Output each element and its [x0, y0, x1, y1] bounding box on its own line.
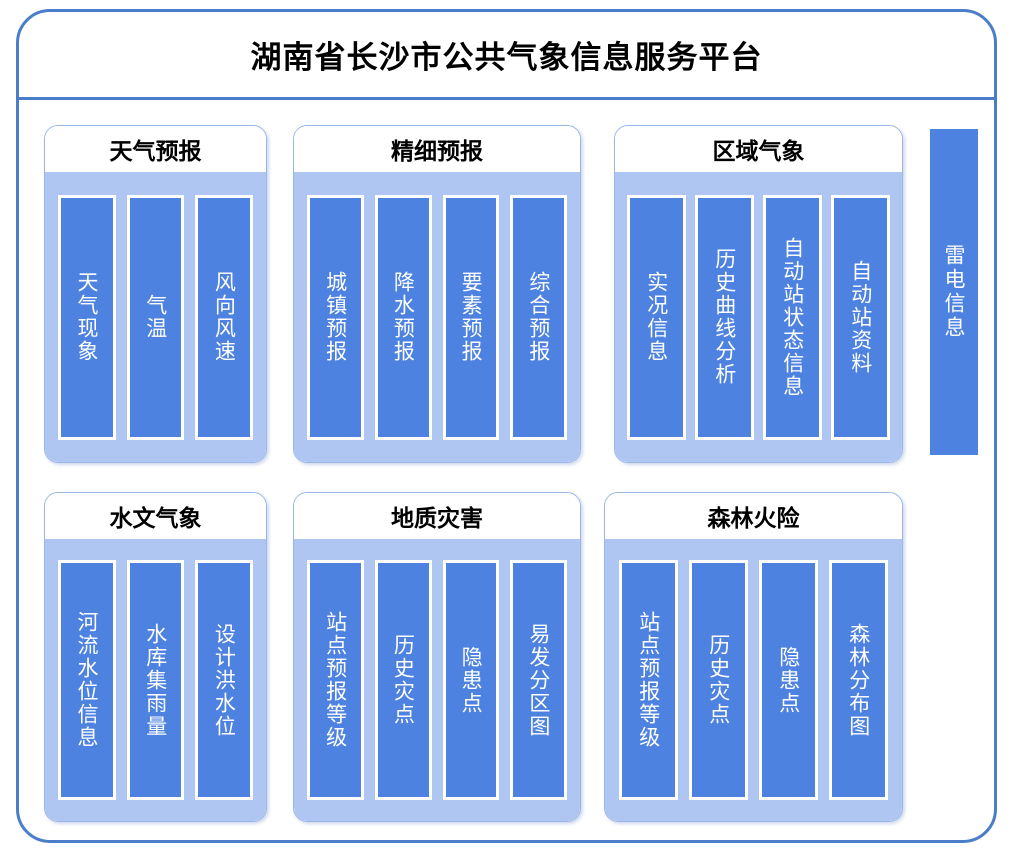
- module-item[interactable]: 历史曲线分析: [695, 194, 754, 440]
- module-title-forest-fire: 森林火险: [605, 493, 902, 539]
- module-item[interactable]: 设计洪水位: [195, 560, 254, 800]
- module-lightning-info[interactable]: 雷电信息: [930, 129, 978, 455]
- module-item[interactable]: 天气现象: [58, 194, 116, 440]
- page-title: 湖南省长沙市公共气象信息服务平台: [250, 40, 763, 76]
- module-item[interactable]: 水库集雨量: [126, 560, 185, 800]
- module-items-geo-hazard: 站点预报等级 历史灾点 隐患点 易发分区图: [294, 539, 580, 821]
- module-regional-met[interactable]: 区域气象 实况信息 历史曲线分析 自动站状态信息 自动站资料: [614, 125, 903, 463]
- module-item[interactable]: 历史灾点: [689, 560, 748, 800]
- module-items-regional-met: 实况信息 历史曲线分析 自动站状态信息 自动站资料: [615, 172, 902, 462]
- module-title-weather-forecast: 天气预报: [45, 126, 266, 172]
- module-items-hydro-met: 河流水位信息 水库集雨量 设计洪水位: [45, 539, 266, 821]
- module-item[interactable]: 综合预报: [510, 194, 567, 440]
- module-item[interactable]: 河流水位信息: [58, 560, 116, 800]
- module-item[interactable]: 隐患点: [442, 560, 500, 800]
- module-hydro-met[interactable]: 水文气象 河流水位信息 水库集雨量 设计洪水位: [44, 492, 267, 822]
- module-fine-forecast[interactable]: 精细预报 城镇预报 降水预报 要素预报 综合预报: [293, 125, 581, 463]
- platform-body: 天气预报 天气现象 气温 风向风速 精细预报 城镇预报 降水预报 要素预报 综合…: [19, 100, 994, 840]
- module-geo-hazard[interactable]: 地质灾害 站点预报等级 历史灾点 隐患点 易发分区图: [293, 492, 581, 822]
- module-item[interactable]: 实况信息: [627, 194, 686, 440]
- platform-header: 湖南省长沙市公共气象信息服务平台: [19, 12, 994, 100]
- module-title-hydro-met: 水文气象: [45, 493, 266, 539]
- module-items-forest-fire: 站点预报等级 历史灾点 隐患点 森林分布图: [605, 539, 902, 821]
- module-item[interactable]: 城镇预报: [307, 194, 364, 440]
- module-item[interactable]: 站点预报等级: [307, 560, 364, 800]
- module-items-weather-forecast: 天气现象 气温 风向风速: [45, 172, 266, 462]
- module-item[interactable]: 森林分布图: [829, 560, 888, 800]
- module-title-fine-forecast: 精细预报: [294, 126, 580, 172]
- module-item[interactable]: 降水预报: [374, 194, 432, 440]
- module-item[interactable]: 要素预报: [442, 194, 500, 440]
- module-item[interactable]: 风向风速: [195, 194, 254, 440]
- module-item[interactable]: 历史灾点: [374, 560, 432, 800]
- platform-frame: 湖南省长沙市公共气象信息服务平台 天气预报 天气现象 气温 风向风速 精细预报 …: [16, 9, 997, 843]
- module-weather-forecast[interactable]: 天气预报 天气现象 气温 风向风速: [44, 125, 267, 463]
- module-item[interactable]: 站点预报等级: [619, 560, 678, 800]
- module-title-geo-hazard: 地质灾害: [294, 493, 580, 539]
- module-forest-fire[interactable]: 森林火险 站点预报等级 历史灾点 隐患点 森林分布图: [604, 492, 903, 822]
- module-item[interactable]: 自动站状态信息: [763, 194, 822, 440]
- module-items-fine-forecast: 城镇预报 降水预报 要素预报 综合预报: [294, 172, 580, 462]
- module-title-regional-met: 区域气象: [615, 126, 902, 172]
- module-item[interactable]: 隐患点: [759, 560, 818, 800]
- module-item[interactable]: 易发分区图: [510, 560, 567, 800]
- module-item[interactable]: 自动站资料: [831, 194, 890, 440]
- module-item[interactable]: 气温: [126, 194, 185, 440]
